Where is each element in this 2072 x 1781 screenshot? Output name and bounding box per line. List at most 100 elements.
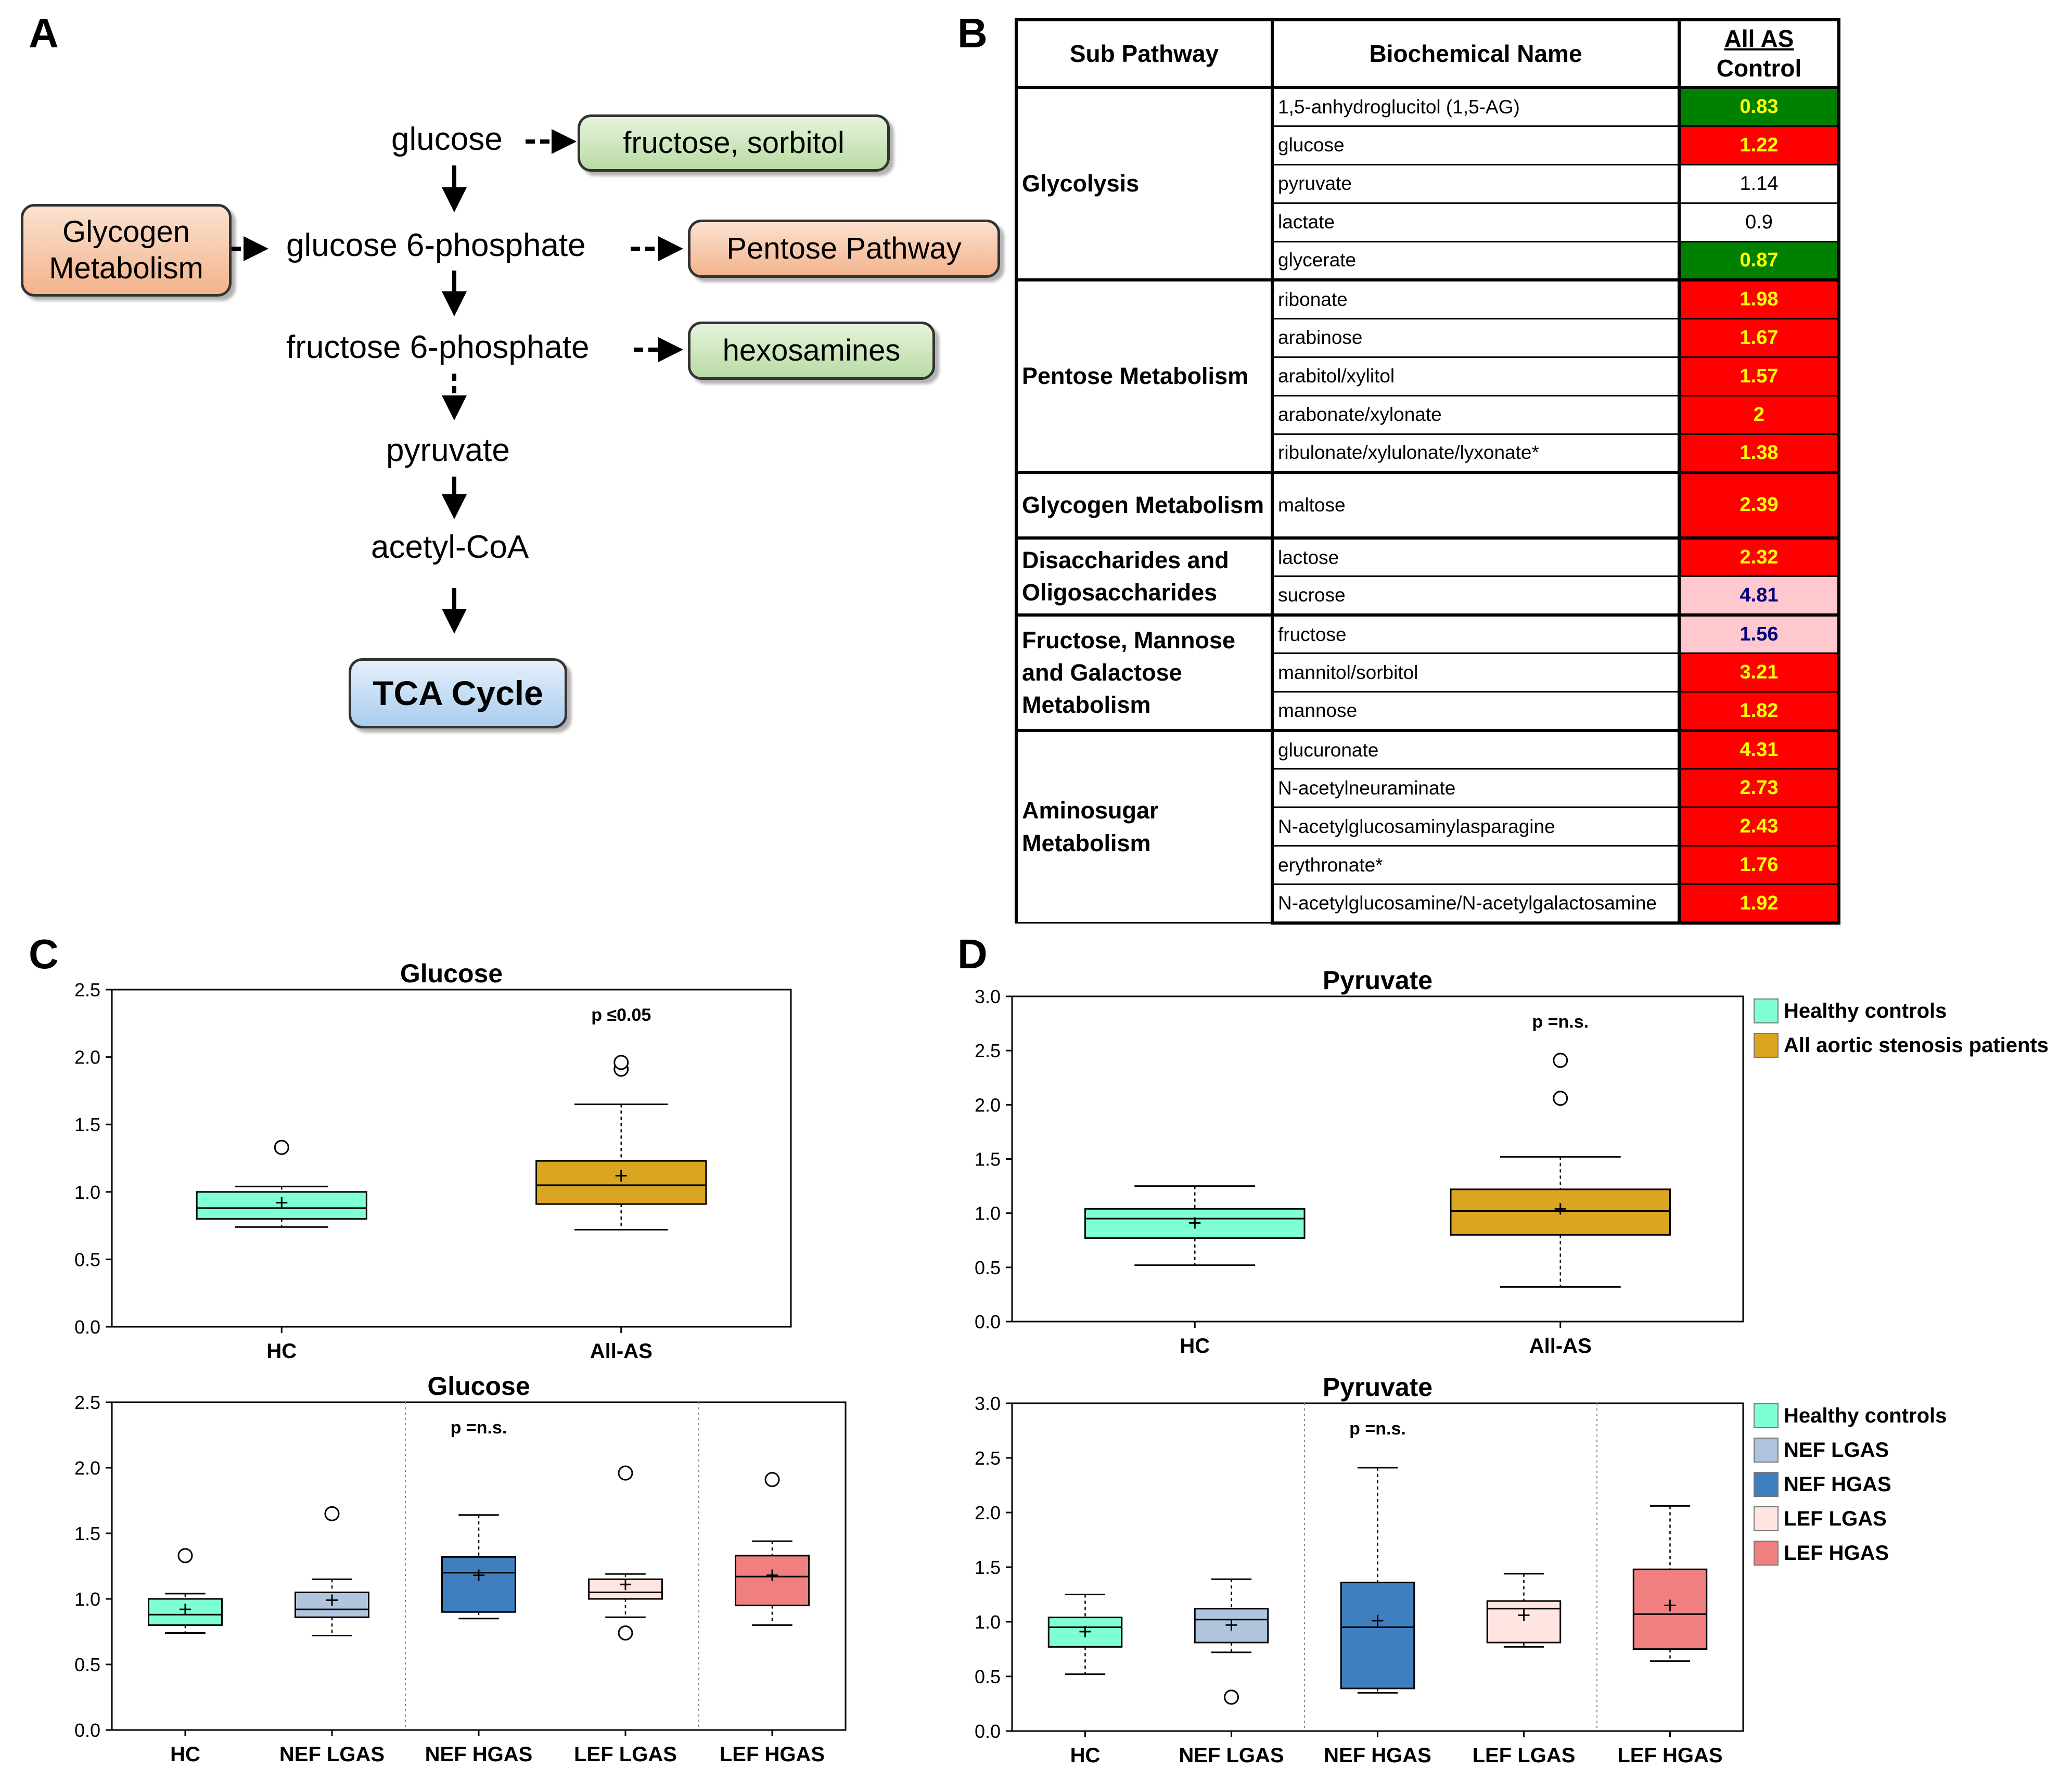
outlier-point xyxy=(274,1139,289,1155)
outlier-point xyxy=(764,1472,780,1488)
mean-marker xyxy=(1554,1203,1566,1215)
x-tick-label: HC xyxy=(1070,1744,1101,1767)
node-glucose: glucose xyxy=(391,121,503,157)
legend-label: All aortic stenosis patients xyxy=(1784,1033,2049,1057)
legend-swatch xyxy=(1754,1033,1779,1058)
biochemical-name-cell: ribulonate/xylulonate/lyxonate* xyxy=(1271,433,1680,473)
panel-label-b: B xyxy=(957,10,988,56)
box-hexosamines: hexosamines xyxy=(688,322,935,380)
p-value-annotation: p =n.s. xyxy=(1349,1419,1406,1439)
biochemical-name-cell: mannitol/sorbitol xyxy=(1271,652,1680,693)
x-tick-label: NEF HGAS xyxy=(1324,1744,1431,1767)
y-tick-label: 3.0 xyxy=(975,986,1001,1007)
mean-marker xyxy=(766,1569,778,1581)
ratio-value-cell: 0.9 xyxy=(1678,202,1840,242)
table-header-row: Sub Pathway Biochemical Name All AS Cont… xyxy=(1015,18,1840,89)
x-tick-label: All-AS xyxy=(1529,1335,1592,1357)
ratio-value-cell: 1.98 xyxy=(1678,278,1840,319)
x-tick-label: NEF LGAS xyxy=(1179,1744,1284,1767)
legend-label: LEF HGAS xyxy=(1784,1541,1889,1565)
ratio-value-cell: 1.22 xyxy=(1678,125,1840,165)
x-tick-label: NEF LGAS xyxy=(279,1743,385,1766)
sub-pathway-cell: Glycolysis xyxy=(1015,86,1274,281)
mean-marker xyxy=(620,1579,631,1591)
ratio-value-cell: 1.56 xyxy=(1678,613,1840,655)
biochemical-name-cell: arabinose xyxy=(1271,317,1680,358)
biochemical-name-cell: mannose xyxy=(1271,691,1680,732)
y-tick-label: 2.5 xyxy=(975,1447,1001,1469)
header-sub-pathway: Sub Pathway xyxy=(1015,18,1274,89)
y-tick-label: 0.5 xyxy=(975,1257,1001,1278)
plot-frame xyxy=(1011,995,1744,1323)
biochemical-name-cell: maltose xyxy=(1271,471,1680,539)
outlier-point xyxy=(1224,1689,1239,1705)
legend-swatch xyxy=(1754,1541,1779,1566)
sub-pathway-cell: Disaccharides and Oligosaccharides xyxy=(1015,536,1274,616)
node-acetyl-coa: acetyl-CoA xyxy=(371,529,529,565)
p-value-annotation: p =n.s. xyxy=(1532,1012,1589,1032)
table-row: ribulonate/xylulonate/lyxonate*1.38 xyxy=(1016,433,1840,473)
y-tick-label: 2.0 xyxy=(975,1094,1001,1116)
ratio-value-cell: 1.76 xyxy=(1678,845,1840,886)
ratio-value-cell: 2.39 xyxy=(1678,471,1840,539)
pathway-arrows xyxy=(232,129,683,634)
legend-label: NEF HGAS xyxy=(1784,1472,1891,1496)
ratio-value-cell: 1.57 xyxy=(1678,356,1840,396)
y-tick-label: 2.0 xyxy=(74,1047,100,1068)
box xyxy=(441,1556,516,1613)
ratio-value-cell: 3.21 xyxy=(1678,652,1840,693)
box xyxy=(535,1160,707,1205)
outlier-point xyxy=(618,1465,633,1481)
biochemical-name-cell: lactose xyxy=(1271,536,1680,578)
ratio-value-cell: 2.32 xyxy=(1678,536,1840,578)
ratio-value-cell: 2 xyxy=(1678,394,1840,435)
outlier-point xyxy=(1553,1053,1568,1068)
y-tick-label: 3.0 xyxy=(975,1393,1001,1414)
table-row: erythronate*1.76 xyxy=(1016,845,1840,886)
legend-swatch xyxy=(1754,1472,1779,1497)
ratio-value-cell: 2.73 xyxy=(1678,768,1840,809)
x-tick-label: LEF HGAS xyxy=(720,1743,825,1766)
legend-item: Healthy controls xyxy=(1754,994,2049,1028)
biochemical-name-cell: glucose xyxy=(1271,125,1680,165)
y-tick-label: 1.0 xyxy=(74,1588,100,1610)
mean-marker xyxy=(180,1604,191,1616)
legend-swatch xyxy=(1754,1506,1779,1531)
y-tick-label: 0.5 xyxy=(74,1654,100,1675)
x-tick-label: NEF HGAS xyxy=(425,1743,533,1766)
sub-pathway-cell: Glycogen Metabolism xyxy=(1015,471,1274,539)
sub-pathway-cell: Pentose Metabolism xyxy=(1015,278,1274,473)
y-tick-label: 1.0 xyxy=(975,1203,1001,1224)
y-tick-label: 2.5 xyxy=(975,1040,1001,1061)
ratio-value-cell: 4.31 xyxy=(1678,728,1840,770)
chart-title: Glucose xyxy=(427,1372,530,1401)
panel-label-c: C xyxy=(29,931,59,977)
y-tick-label: 1.0 xyxy=(975,1611,1001,1633)
legend-item: LEF HGAS xyxy=(1754,1536,1947,1570)
y-tick-label: 1.5 xyxy=(975,1149,1001,1170)
mean-marker xyxy=(1518,1609,1530,1621)
box-glycogen-metabolism: Glycogen Metabolism xyxy=(21,204,232,297)
ratio-value-cell: 4.81 xyxy=(1678,575,1840,616)
y-tick-label: 0.0 xyxy=(74,1316,100,1338)
node-fructose-6-phosphate: fructose 6-phosphate xyxy=(286,329,590,365)
x-tick-label: HC xyxy=(1180,1335,1210,1357)
y-tick-label: 2.0 xyxy=(74,1457,100,1479)
box xyxy=(1340,1581,1415,1689)
header-ratio-numerator: All AS xyxy=(1724,24,1794,52)
y-tick-label: 0.0 xyxy=(74,1720,100,1741)
plot-frame xyxy=(111,989,792,1328)
header-biochemical-name: Biochemical Name xyxy=(1271,18,1681,89)
